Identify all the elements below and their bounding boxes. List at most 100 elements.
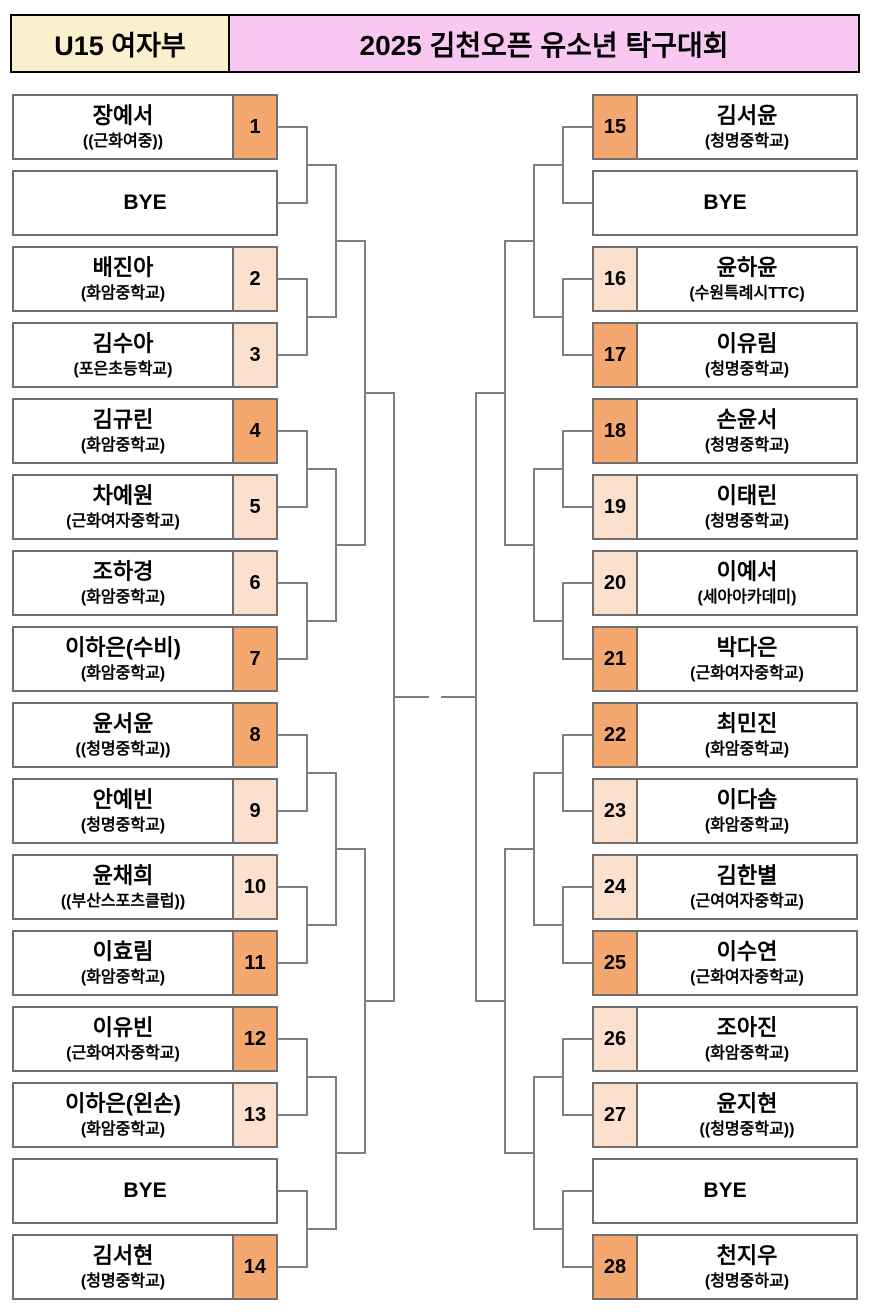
bracket-connector	[562, 1190, 564, 1268]
bye-slot: BYE	[592, 170, 858, 236]
player-school: (청명중학교)	[80, 817, 166, 834]
bracket-slot: 손윤서 (청명중학교) 18	[592, 398, 858, 464]
bracket-slot: 이다솜 (화암중학교) 23	[592, 778, 858, 844]
bracket-slot: 차예원 (근화여자중학교) 5	[12, 474, 278, 540]
bracket-connector	[308, 164, 335, 166]
player-name: 김서현	[92, 1243, 154, 1268]
player-info: 이효림 (화암중학교)	[14, 932, 232, 994]
player-school: (근화여자중학교)	[690, 969, 804, 986]
player-name: 김한별	[716, 863, 778, 888]
bracket-slot: 최민진 (화암중학교) 22	[592, 702, 858, 768]
player-name: 이유림	[716, 331, 778, 356]
player-name: 김서윤	[716, 103, 778, 128]
bracket-connector	[564, 1114, 592, 1116]
bracket-connector	[335, 468, 337, 622]
bracket-connector	[533, 164, 535, 318]
bracket-connector	[337, 848, 364, 850]
bracket-connector	[278, 430, 306, 432]
player-school: (포은초등학교)	[73, 361, 173, 378]
player-school: ((청명중학교))	[75, 741, 171, 758]
player-info: 김서윤 (청명중학교)	[638, 96, 856, 158]
bracket-connector	[364, 848, 366, 1154]
seed-number: 27	[594, 1084, 638, 1146]
bracket-connector	[278, 126, 306, 128]
bye-label: BYE	[703, 1179, 747, 1202]
bracket-connector	[562, 734, 564, 812]
player-info: 이유빈 (근화여자중학교)	[14, 1008, 232, 1070]
seed-number: 19	[594, 476, 638, 538]
bye-label: BYE	[123, 191, 167, 214]
bracket-slot: 윤서윤 ((청명중학교)) 8	[12, 702, 278, 768]
player-name: 조하경	[92, 559, 154, 584]
bracket-connector	[306, 582, 308, 660]
bracket-connector	[504, 240, 506, 546]
bracket-connector	[278, 886, 306, 888]
bracket-slot: 김한별 (근여여자중학교) 24	[592, 854, 858, 920]
player-school: (청명중학교)	[704, 361, 790, 378]
seed-number: 17	[594, 324, 638, 386]
seed-number: 26	[594, 1008, 638, 1070]
bracket-connector	[441, 696, 475, 698]
player-name: 이다솜	[716, 787, 778, 812]
seed-number: 6	[232, 552, 276, 614]
bracket-connector	[564, 202, 592, 204]
player-name: 안예빈	[92, 787, 154, 812]
player-name: 최민진	[716, 711, 778, 736]
bracket-connector	[564, 278, 592, 280]
player-info: 김한별 (근여여자중학교)	[638, 856, 856, 918]
player-school: (화암중학교)	[704, 741, 790, 758]
bracket-connector	[506, 544, 533, 546]
player-info: 조하경 (화암중학교)	[14, 552, 232, 614]
player-info: 이유림 (청명중학교)	[638, 324, 856, 386]
player-school: ((청명중학교))	[699, 1121, 795, 1138]
seed-number: 15	[594, 96, 638, 158]
seed-number: 28	[594, 1236, 638, 1298]
player-school: (화암중학교)	[704, 817, 790, 834]
player-info: 손윤서 (청명중학교)	[638, 400, 856, 462]
seed-number: 11	[232, 932, 276, 994]
seed-number: 22	[594, 704, 638, 766]
seed-number: 3	[232, 324, 276, 386]
bracket-connector	[278, 658, 306, 660]
player-info: 장예서 ((근화여중))	[14, 96, 232, 158]
bracket-connector	[564, 1266, 592, 1268]
player-school: (화암중학교)	[80, 1121, 166, 1138]
bracket-connector	[337, 240, 364, 242]
bracket-connector	[278, 734, 306, 736]
seed-number: 4	[232, 400, 276, 462]
player-school: (화암중학교)	[704, 1045, 790, 1062]
bracket-connector	[535, 620, 562, 622]
bracket-connector	[306, 1038, 308, 1116]
bracket-slot: 김수아 (포은초등학교) 3	[12, 322, 278, 388]
player-info: 이수연 (근화여자중학교)	[638, 932, 856, 994]
bracket-connector	[278, 582, 306, 584]
player-name: 윤하윤	[716, 255, 778, 280]
player-info: 이하은(왼손) (화암중학교)	[14, 1084, 232, 1146]
seed-number: 20	[594, 552, 638, 614]
bracket-connector	[477, 392, 504, 394]
bracket-slot: 박다은 (근화여자중학교) 21	[592, 626, 858, 692]
bracket-slot: 이효림 (화암중학교) 11	[12, 930, 278, 996]
player-info: 천지우 (청명중하교)	[638, 1236, 856, 1298]
bracket-connector	[335, 1076, 337, 1230]
player-info: 최민진 (화암중학교)	[638, 704, 856, 766]
bracket-connector	[562, 582, 564, 660]
player-info: 차예원 (근화여자중학교)	[14, 476, 232, 538]
bracket-slot: 조아진 (화암중학교) 26	[592, 1006, 858, 1072]
bracket-connector	[278, 354, 306, 356]
player-name: 이하은(수비)	[65, 635, 181, 660]
player-school: ((근화여중))	[82, 133, 164, 150]
player-school: (근화여자중학교)	[66, 513, 180, 530]
bracket-connector	[506, 848, 533, 850]
bracket-connector	[535, 1076, 562, 1078]
seed-number: 24	[594, 856, 638, 918]
seed-number: 12	[232, 1008, 276, 1070]
seed-number: 13	[232, 1084, 276, 1146]
player-info: 조아진 (화암중학교)	[638, 1008, 856, 1070]
player-name: 이수연	[716, 939, 778, 964]
bracket-slot: 안예빈 (청명중학교) 9	[12, 778, 278, 844]
player-name: 김규린	[92, 407, 154, 432]
bracket-connector	[335, 164, 337, 318]
bracket-connector	[278, 202, 306, 204]
